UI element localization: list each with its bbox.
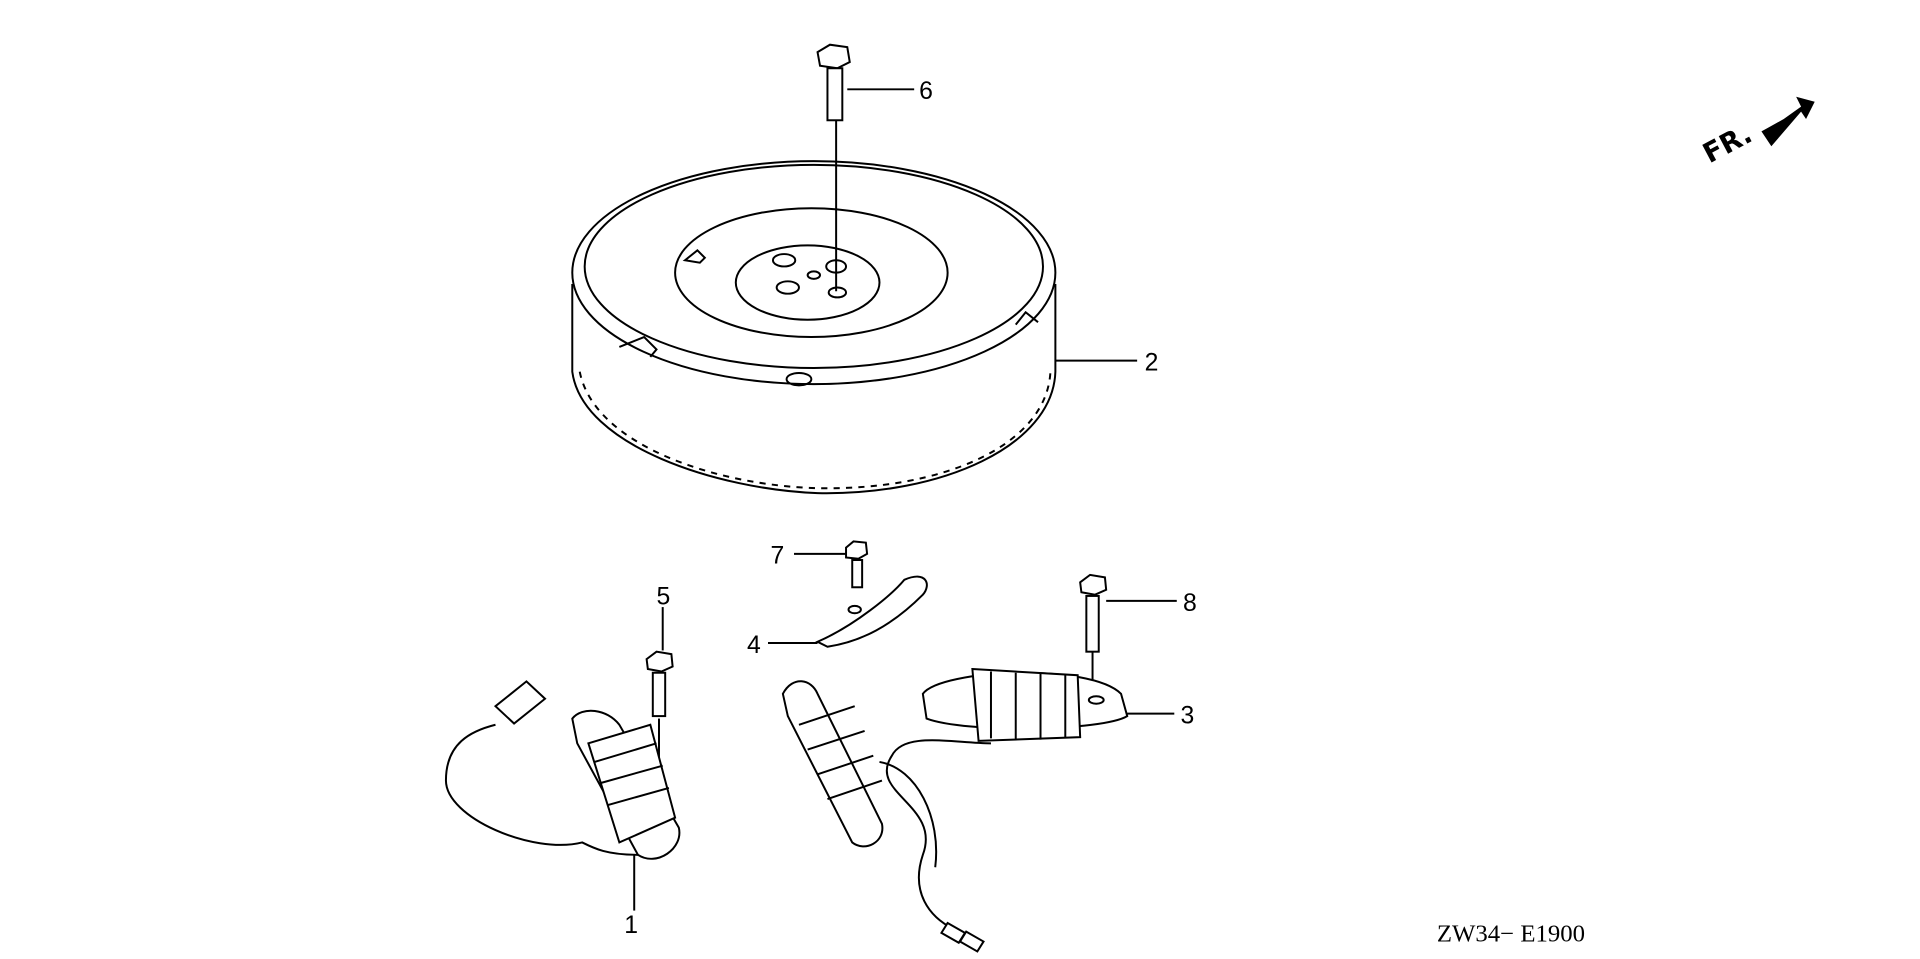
bolt-8[interactable]: [1079, 573, 1177, 694]
callout-5: 5: [657, 584, 671, 611]
bolt-7[interactable]: [794, 540, 869, 589]
bolt-6[interactable]: [816, 43, 915, 292]
callout-2: 2: [1145, 349, 1159, 376]
callout-1: 1: [624, 912, 638, 939]
callout-8: 8: [1183, 590, 1197, 617]
generator-coil-3[interactable]: [781, 667, 1175, 953]
flywheel[interactable]: [571, 160, 1057, 495]
fr-label: FR.: [1698, 119, 1757, 170]
callout-4: 4: [747, 632, 761, 659]
front-arrow-icon: [1761, 96, 1815, 147]
diagram-code: ZW34− E1900: [1437, 921, 1585, 948]
callout-6: 6: [919, 78, 933, 105]
callout-3: 3: [1180, 703, 1194, 730]
front-direction-indicator: FR.: [1698, 96, 1815, 170]
callout-7: 7: [770, 543, 784, 570]
ring-gear-teeth: [578, 371, 1052, 490]
clamp-4[interactable]: [768, 575, 928, 648]
charge-coil-1[interactable]: [444, 680, 681, 911]
